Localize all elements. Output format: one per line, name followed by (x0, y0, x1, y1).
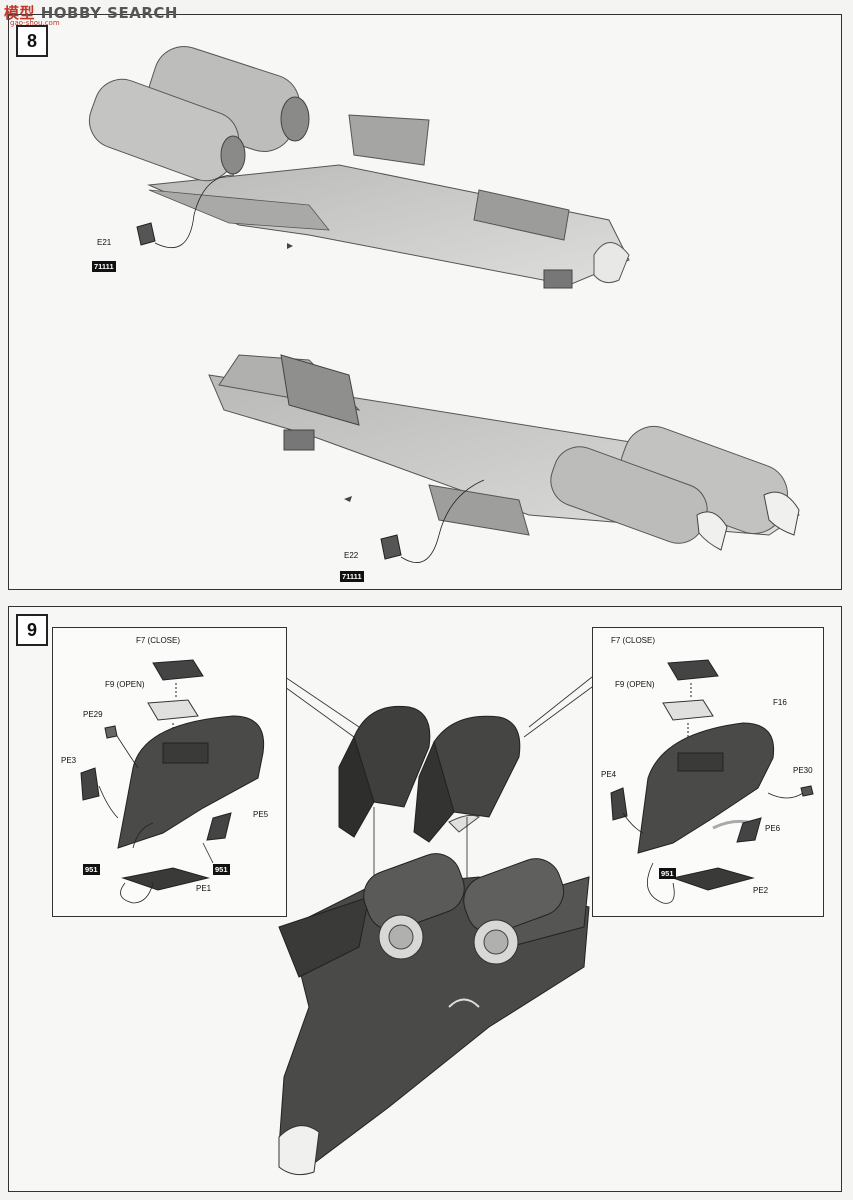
aircraft-upper (88, 46, 630, 289)
step-8-illustration (88, 46, 801, 563)
step-8-panel: 8 (8, 14, 842, 590)
watermark-cjk: 模型 (4, 4, 36, 22)
paint-code-e21: 71111 (92, 261, 116, 272)
paint-code-951-left-a: 951 (83, 864, 100, 875)
part-label-pe30: PE30 (793, 766, 813, 775)
part-label-pe29: PE29 (83, 710, 103, 719)
part-label-e21: E21 (97, 238, 112, 247)
part-e22 (380, 479, 485, 563)
step-9-number: 9 (16, 614, 48, 646)
step-9-panel: 9 (8, 606, 842, 1192)
part-label-pe1: PE1 (196, 884, 212, 893)
detail-inset-right: F7 (CLOSE) F9 (OPEN) F16 PE4 PE30 PE6 PE… (592, 627, 824, 917)
paint-code-951-left-b: 951 (213, 864, 230, 875)
nacelle-cover-right (413, 715, 521, 843)
part-label-pe3: PE3 (61, 756, 77, 765)
right-close-label: F7 (CLOSE) (611, 636, 656, 645)
paint-code-951-right: 951 (659, 868, 676, 879)
part-label-pe4: PE4 (601, 770, 617, 779)
step-9-illustration (278, 676, 593, 1176)
left-close-label: F7 (CLOSE) (136, 636, 181, 645)
nacelle-cover-left (338, 705, 431, 838)
watermark-brand: HOBBY SEARCH (40, 4, 178, 22)
part-label-f16: F16 (773, 698, 787, 707)
part-e21 (136, 174, 235, 248)
right-open-label: F9 (OPEN) (615, 680, 655, 689)
part-label-pe6: PE6 (765, 824, 781, 833)
part-label-pe2: PE2 (753, 886, 769, 895)
part-label-e22: E22 (344, 551, 359, 560)
watermark-url: gao-shou.com (10, 19, 60, 27)
detail-inset-left: F7 (CLOSE) F9 (OPEN) PE29 PE3 PE5 PE1 95… (52, 627, 287, 917)
left-open-label: F9 (OPEN) (105, 680, 145, 689)
watermark: 模型 HOBBY SEARCH gao-shou.com (4, 2, 178, 27)
aircraft-lower (208, 354, 801, 551)
part-label-pe5: PE5 (253, 810, 269, 819)
step-8-number: 8 (16, 25, 48, 57)
aircraft-assembly (278, 853, 590, 1176)
paint-code-e22: 71111 (340, 571, 364, 582)
